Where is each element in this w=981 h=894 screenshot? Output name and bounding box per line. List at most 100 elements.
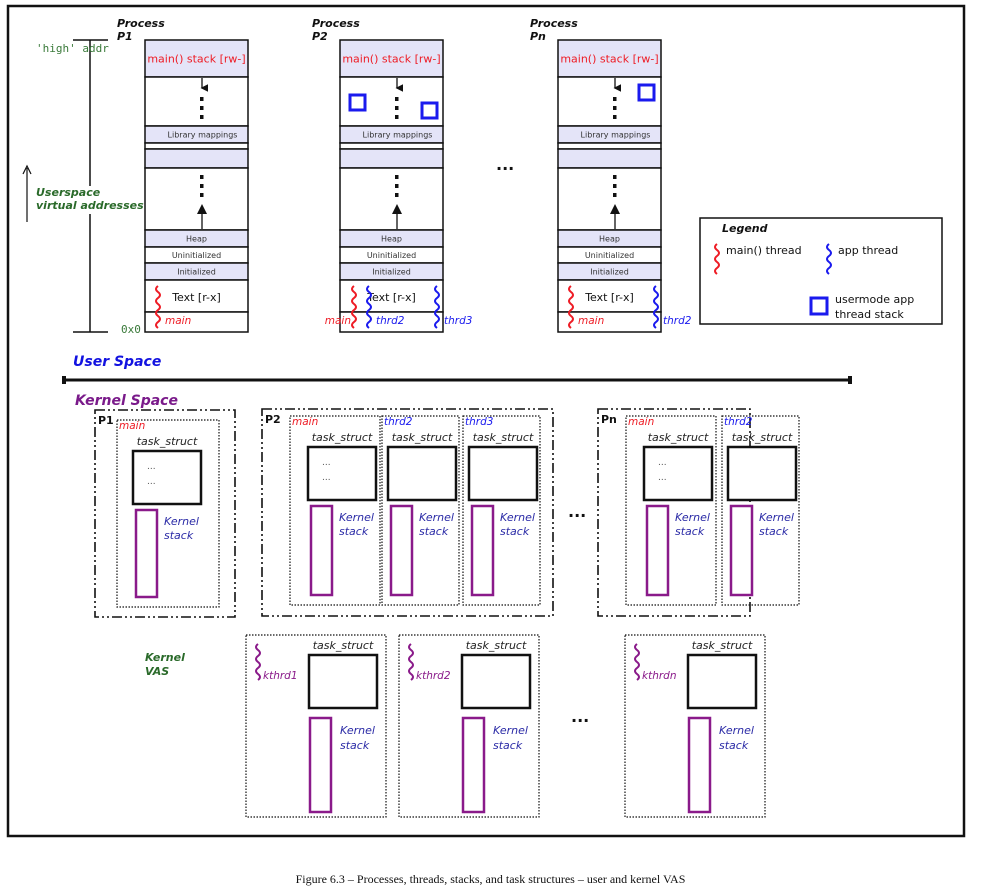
kernel-stack-label-line1: Kernel (500, 511, 535, 524)
kernel-stack (687, 716, 712, 814)
heap-segment-label: Heap (186, 235, 207, 244)
thread-label-thrd2: thrd2 (663, 315, 692, 327)
task-struct-dots: ... (658, 473, 667, 483)
initialized-segment-label: Initialized (372, 268, 411, 277)
text-segment-label: Text [r-x] (366, 291, 416, 304)
kernel-thread-icon (255, 643, 261, 681)
uninitialized-segment-label: Uninitialized (367, 251, 416, 260)
task-struct-label: task_struct (732, 431, 793, 444)
kernel-stack (461, 716, 486, 814)
text-segment-label: Text [r-x] (171, 291, 221, 304)
task-struct-label: task_struct (392, 431, 453, 444)
task-struct-label: task_struct (648, 431, 709, 444)
bottom-segment (339, 311, 444, 333)
process-title-line2: Pn (530, 30, 546, 43)
kernel-stack-label-line1: Kernel (419, 511, 454, 524)
kernel-stack-label-line1: Kernel (759, 511, 794, 524)
kernel-vas-line2: VAS (145, 665, 169, 678)
kernel-stack (308, 716, 333, 814)
stack-segment-label: main() stack [rw-] (342, 53, 440, 66)
kernel-vas-line1: Kernel (145, 651, 185, 664)
arrowhead (610, 204, 620, 214)
thread-label-thrd3: thrd3 (444, 315, 472, 327)
dot (200, 97, 204, 101)
thread-name-thrd2: thrd2 (724, 416, 753, 428)
task-struct-dots: ... (322, 473, 331, 483)
process-boundary (261, 408, 554, 617)
high-addr-label: 'high' addr (36, 42, 109, 55)
usermode-thread-stack-icon (637, 83, 656, 102)
kernel-stack-label-line2: stack (719, 739, 749, 752)
task-struct-label: task_struct (313, 639, 374, 652)
dot (395, 184, 399, 188)
main-thread-icon (714, 243, 720, 275)
kernel-stack (470, 504, 495, 597)
thread-boundary (462, 415, 541, 606)
process-title-line2: P1 (117, 30, 133, 43)
library-mappings-segment-label: Library mappings (168, 131, 238, 140)
dot (613, 193, 617, 197)
process-label: P1 (98, 414, 114, 427)
kernel-stack (729, 504, 754, 597)
legend-stack-line2: thread stack (835, 308, 904, 321)
app-thread-icon (653, 285, 659, 329)
low-addr-label: 0x0 (121, 323, 141, 336)
dot (613, 175, 617, 179)
process-title-line1: Process (117, 17, 165, 30)
gap-segment (144, 142, 249, 150)
task-struct-label: task_struct (312, 431, 373, 444)
mapping-segment (144, 148, 249, 169)
ellipsis-user: ... (496, 155, 514, 174)
task-struct-box (686, 653, 758, 710)
uninitialized-segment-label: Uninitialized (172, 251, 221, 260)
uninitialized-segment-label: Uninitialized (585, 251, 634, 260)
legend-stack-line1: usermode app (835, 293, 914, 306)
app-thread-icon (434, 285, 440, 329)
main-thread-icon (155, 285, 161, 329)
user-kernel-divider (62, 376, 852, 384)
mapping-segment (339, 148, 444, 169)
thread-name-main: main (119, 420, 145, 432)
dot (200, 184, 204, 188)
stack-segment (557, 39, 662, 78)
kernel-stack-label-line1: Kernel (719, 724, 754, 737)
gap-segment (339, 142, 444, 150)
axis-label-line2: virtual addresses (36, 199, 144, 212)
process-title-line1: Process (530, 17, 578, 30)
bottom-segment (144, 311, 249, 333)
dot (200, 193, 204, 197)
app-thread-icon (826, 243, 832, 275)
thread-label-main: main (578, 315, 604, 327)
address-axis: 'high' addr 0x0 Userspace virtual addres… (22, 39, 150, 336)
stack-segment (144, 39, 249, 78)
process-label: Pn (601, 413, 617, 426)
arrowhead (392, 204, 402, 214)
thread-name-main: main (628, 416, 654, 428)
kernel-stack-label-line2: stack (419, 525, 449, 538)
heap-growth-area (339, 167, 444, 231)
kthread-name: kthrdn (642, 670, 677, 682)
heap-growth-area (144, 167, 249, 231)
thread-name-main: main (292, 416, 318, 428)
text-segment (144, 279, 249, 313)
task-struct-dots: ... (147, 462, 156, 472)
thread-boundary (381, 415, 460, 606)
ellipsis-kernel-procs: ... (568, 502, 586, 521)
stack-growth-area (144, 76, 249, 127)
kernel-stack-label-line2: stack (493, 739, 523, 752)
ellipsis-kernel-threads: ... (571, 707, 589, 726)
process-label: P2 (265, 413, 281, 426)
thread-name-thrd3: thrd3 (465, 416, 493, 428)
heap-segment-label: Heap (599, 235, 620, 244)
kernel-thread-icon (634, 643, 640, 681)
task-struct-box (642, 445, 714, 502)
